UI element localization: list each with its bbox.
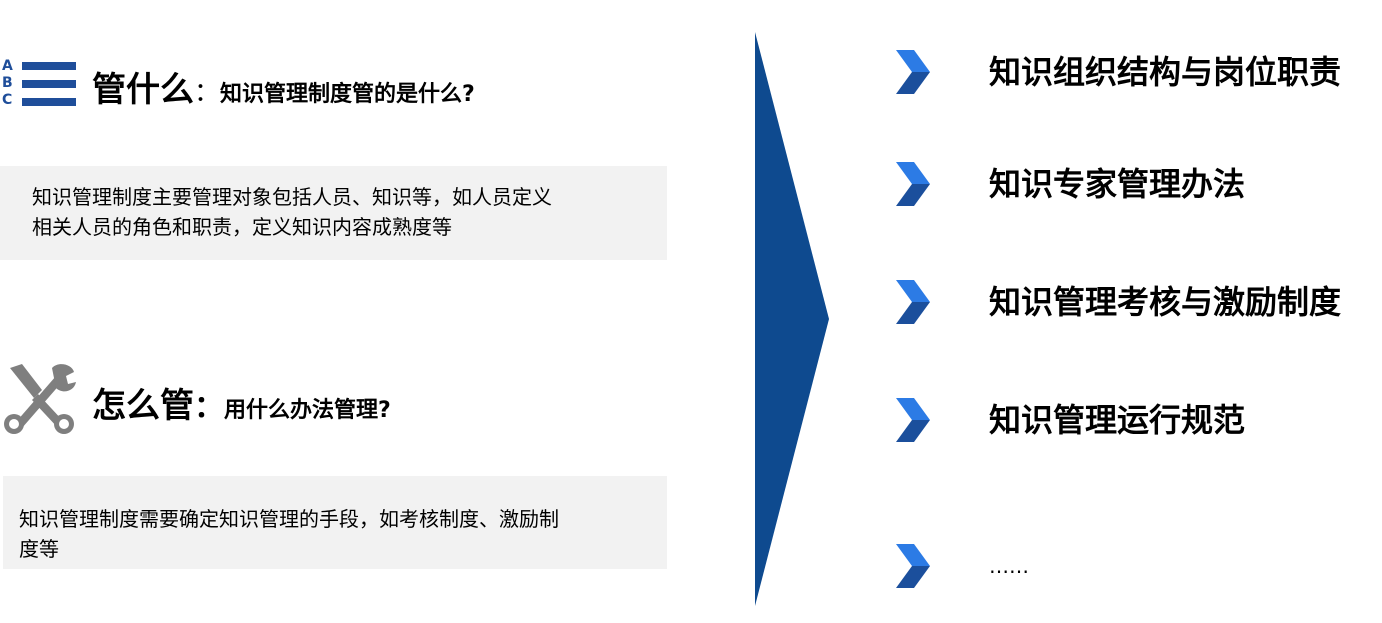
chevron-right-icon — [896, 50, 930, 94]
chevron-right-icon — [896, 162, 930, 206]
list-item-label: 知识管理考核与激励制度 — [989, 283, 1342, 321]
list-item: 知识专家管理办法 — [892, 162, 1372, 206]
list-item: …… — [892, 544, 1372, 588]
what-colon: ： — [194, 78, 221, 108]
list-item: 知识管理考核与激励制度 — [892, 280, 1372, 324]
divider-arrow-shape — [755, 32, 829, 606]
how-heading: 怎么管 ： 用什么办法管理? — [92, 378, 391, 427]
chevron-right-icon — [896, 398, 930, 442]
list-item: 知识管理运行规范 — [892, 398, 1372, 442]
list-item: 知识组织结构与岗位职责 — [892, 50, 1372, 94]
how-description: 知识管理制度需要确定知识管理的手段，如考核制度、激励制 度等 — [3, 476, 667, 569]
chevron-right-icon — [896, 544, 930, 588]
tools-icon — [4, 364, 76, 434]
chevron-right-icon — [896, 280, 930, 324]
how-colon: ： — [194, 390, 224, 425]
how-subtitle: 用什么办法管理? — [224, 398, 391, 423]
what-subtitle: 知识管理制度管的是什么? — [220, 82, 475, 107]
what-description: 知识管理制度主要管理对象包括人员、知识等，如人员定义 相关人员的角色和职责，定义… — [0, 166, 667, 260]
how-description-line: 度等 — [19, 537, 59, 561]
list-item-label: 知识管理运行规范 — [989, 401, 1246, 439]
abc-letters: A B C — [2, 58, 13, 108]
list-item-label: 知识组织结构与岗位职责 — [989, 53, 1342, 91]
what-heading: 管什么 ： 知识管理制度管的是什么? — [92, 62, 475, 111]
list-item-ellipsis: …… — [989, 554, 1029, 578]
what-description-line: 知识管理制度主要管理对象包括人员、知识等，如人员定义 — [32, 185, 552, 209]
abc-list-icon: A B C — [2, 58, 78, 114]
list-item-label: 知识专家管理办法 — [989, 165, 1246, 203]
list-bar — [22, 80, 76, 88]
how-title: 怎么管 — [92, 386, 194, 426]
how-description-line: 知识管理制度需要确定知识管理的手段，如考核制度、激励制 — [19, 507, 559, 531]
what-title: 管什么 — [92, 70, 194, 110]
list-bar — [22, 62, 76, 70]
list-bar — [22, 98, 76, 106]
what-description-line: 相关人员的角色和职责，定义知识内容成熟度等 — [32, 215, 452, 239]
